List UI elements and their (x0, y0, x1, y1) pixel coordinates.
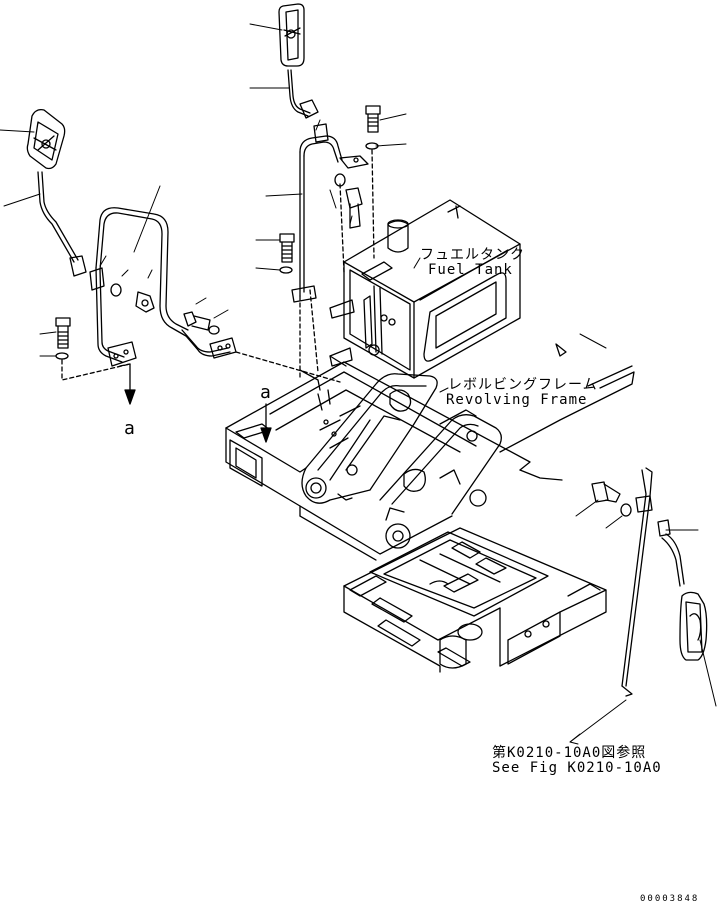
mirror-left (26, 108, 66, 170)
mirror-left-stay (37, 171, 87, 277)
label-fuel-tank-en: Fuel Tank (428, 262, 513, 278)
bolt-top-right (365, 105, 381, 133)
mirror-top (278, 3, 305, 67)
bolt-handrail (183, 311, 211, 331)
washer-handrail (208, 325, 220, 335)
revolving-frame (225, 343, 635, 561)
left-washer (55, 352, 69, 360)
nut-center (345, 187, 363, 229)
bolt-center-left (279, 233, 295, 263)
leader-lines (0, 23, 717, 745)
washer-mid-left (110, 283, 122, 297)
label-revolving-frame-en: Revolving Frame (446, 392, 588, 408)
lower-frame (343, 527, 607, 673)
fuel-tank (329, 199, 521, 379)
mirror-top-stay (287, 69, 319, 119)
drawing-number: 00003848 (640, 894, 700, 904)
left-bolt (55, 317, 71, 349)
label-fuel-tank-jp: フュエルタンク (420, 247, 525, 263)
label-see-fig-en: See Fig K0210-10A0 (492, 760, 662, 776)
assembly-lines (61, 149, 375, 383)
handrail-center (291, 123, 369, 303)
washer-right (620, 503, 632, 517)
mirror-right-stay (657, 519, 685, 587)
handrail-left (89, 207, 237, 367)
arrow-a-top (260, 403, 272, 443)
washer-center-left (279, 266, 293, 274)
label-ref-a-bottom: a (124, 418, 136, 439)
label-see-fig-jp: 第K0210-10A0図参照 (492, 745, 647, 761)
label-revolving-frame-jp: レボルビングフレーム (448, 377, 598, 393)
label-ref-a-top: a (260, 382, 272, 403)
nut-mid-left (135, 291, 155, 313)
handrail-right (621, 467, 653, 697)
bolt-right (591, 481, 621, 503)
arrow-a-bottom (124, 363, 136, 405)
